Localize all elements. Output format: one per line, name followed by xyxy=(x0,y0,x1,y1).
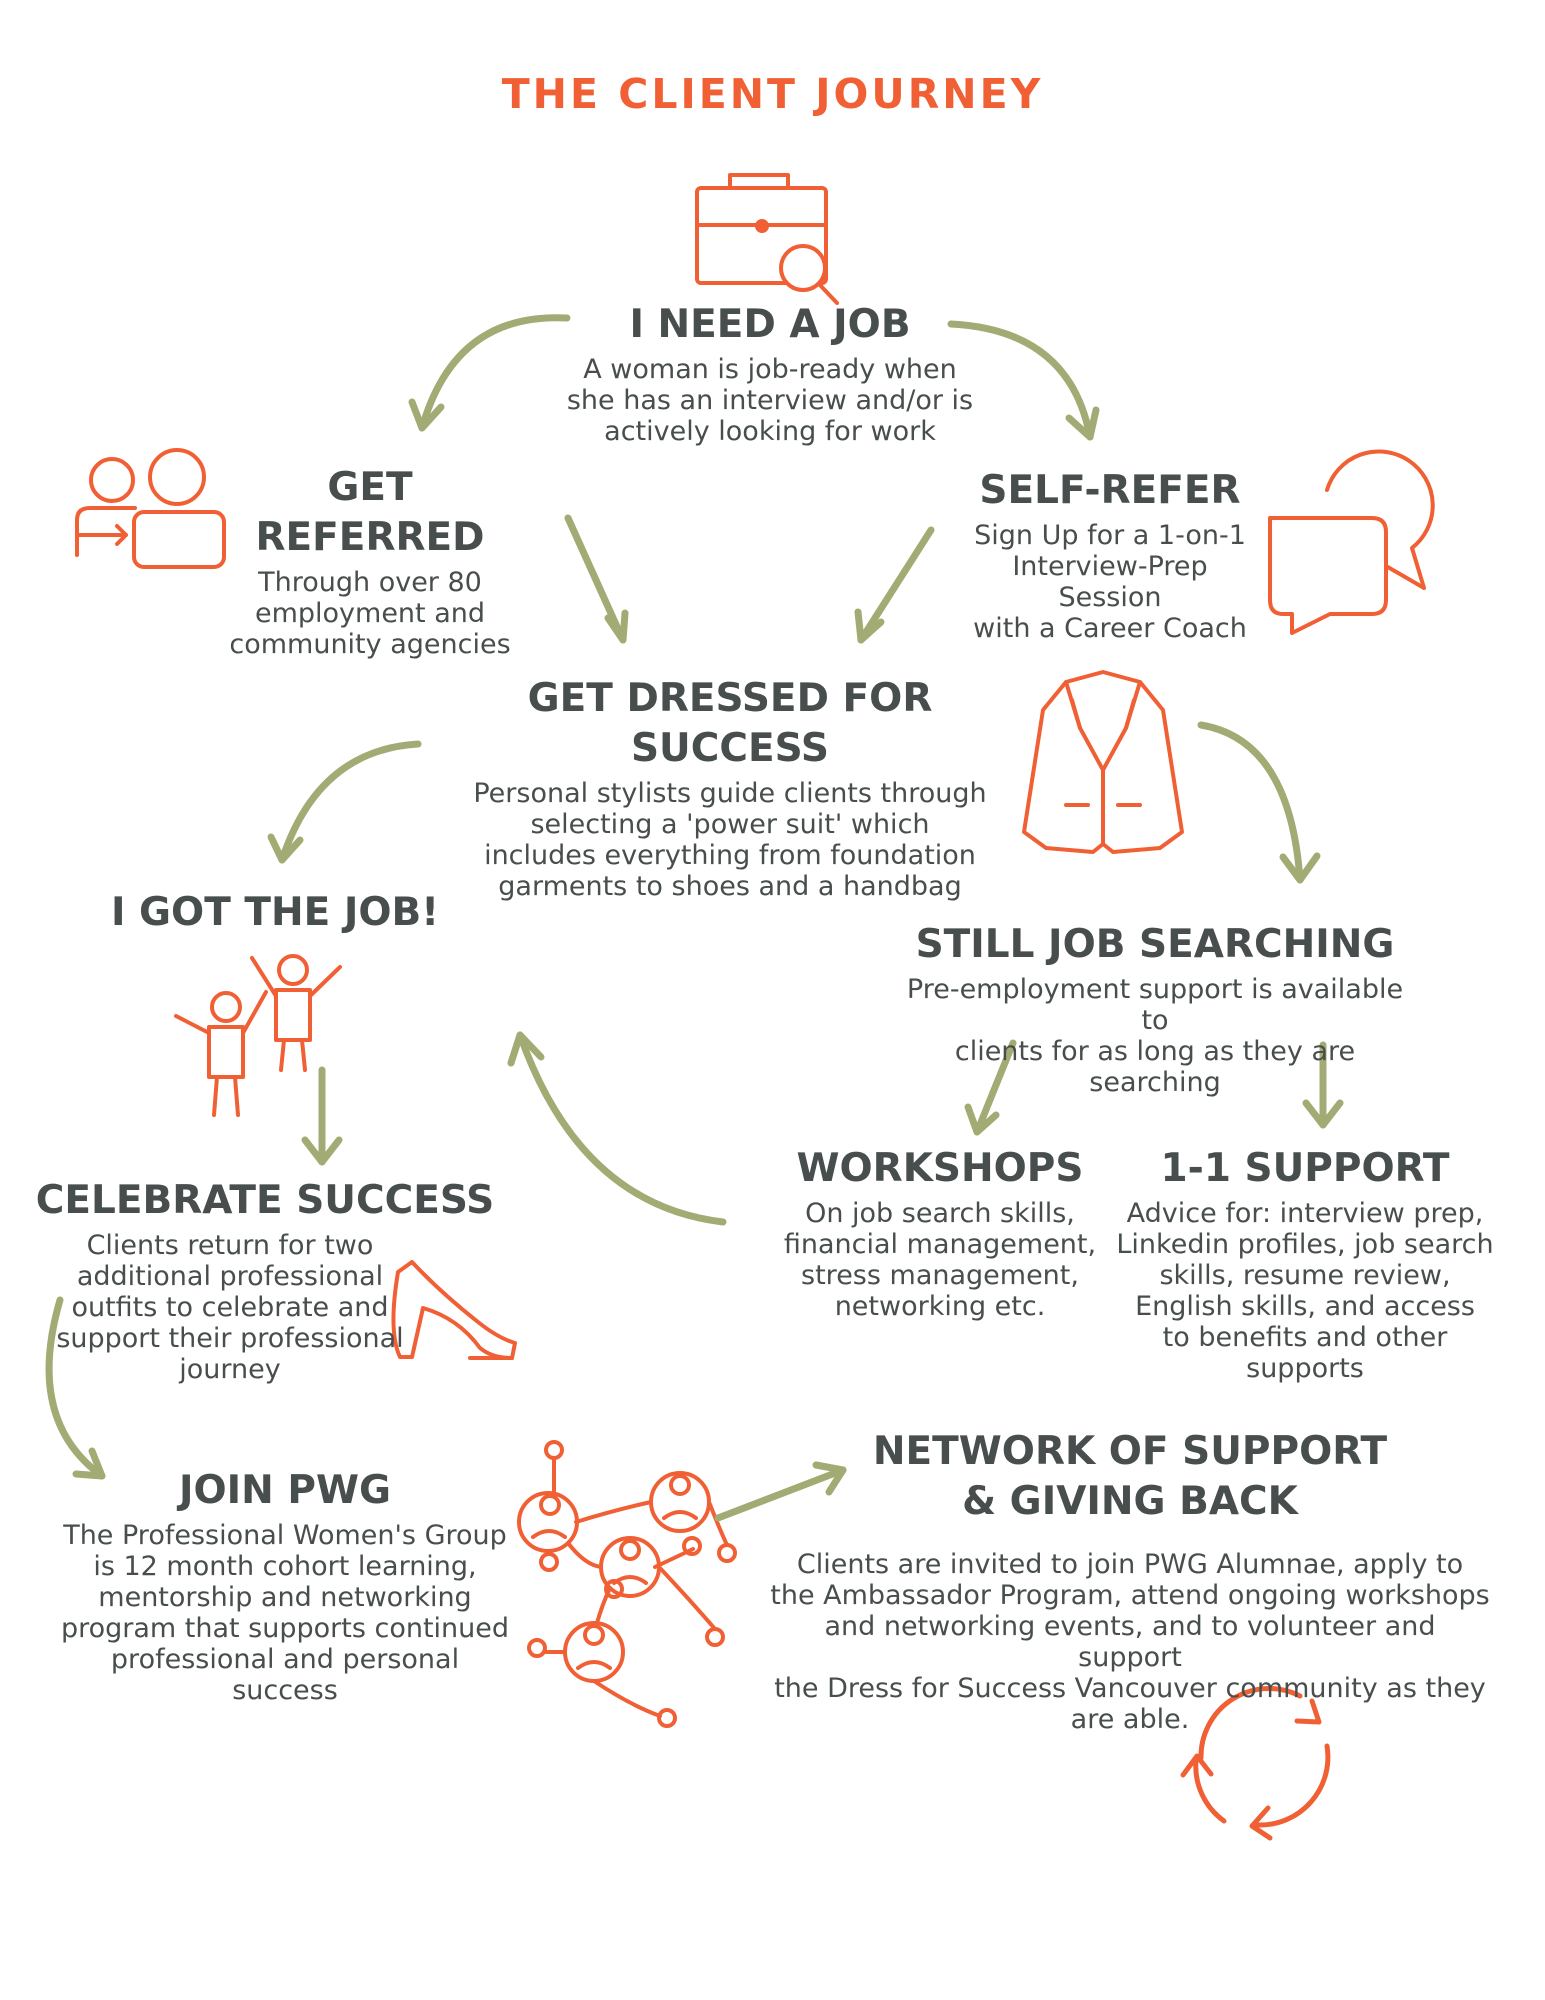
node-body: Pre-employment support is available to c… xyxy=(906,974,1404,1098)
node-body: On job search skills, financial manageme… xyxy=(783,1198,1097,1322)
node-heading: I GOT THE JOB! xyxy=(110,890,440,935)
node-heading: JOIN PWG xyxy=(178,1468,391,1513)
node-body: Sign Up for a 1-on-1 Interview-Prep Sess… xyxy=(973,520,1247,644)
node-join-pwg: JOIN PWG The Professional Women's Group … xyxy=(60,1466,510,1706)
celebrating-people-icon xyxy=(174,954,342,1117)
node-body: Personal stylists guide clients through … xyxy=(473,778,987,902)
node-heading: WORKSHOPS xyxy=(796,1146,1084,1191)
node-body: Advice for: interview prep, Linkedin pro… xyxy=(1116,1198,1494,1384)
node-celebrate-success: CELEBRATE SUCCESS Clients return for two… xyxy=(30,1176,500,1385)
node-got-job: I GOT THE JOB! xyxy=(90,888,460,938)
node-body: Through over 80 employment and community… xyxy=(229,567,511,660)
briefcase-search-icon xyxy=(695,173,839,305)
node-heading: I NEED A JOB xyxy=(629,302,911,347)
node-body: Clients are invited to join PWG Alumnae,… xyxy=(770,1549,1490,1735)
cycle-arrows-icon xyxy=(1180,1686,1331,1841)
node-network-support: NETWORK OF SUPPORT & GIVING BACK Clients… xyxy=(770,1427,1490,1735)
node-heading: GET REFERRED xyxy=(255,465,485,560)
high-heel-icon xyxy=(391,1260,517,1360)
node-heading: 1-1 SUPPORT xyxy=(1160,1146,1450,1191)
node-heading: NETWORK OF SUPPORT & GIVING BACK xyxy=(872,1429,1388,1524)
page-title: THE CLIENT JOURNEY xyxy=(501,70,1044,118)
node-get-referred: GET REFERRED Through over 80 employment … xyxy=(220,463,520,660)
node-body: Clients return for two additional profes… xyxy=(56,1230,404,1385)
node-body: The Professional Women's Group is 12 mon… xyxy=(60,1520,510,1706)
node-self-refer: SELF-REFER Sign Up for a 1-on-1 Intervie… xyxy=(960,466,1260,644)
node-heading: CELEBRATE SUCCESS xyxy=(35,1178,495,1223)
chat-bubbles-icon xyxy=(1268,449,1435,635)
network-people-icon xyxy=(517,1440,737,1728)
referral-people-icon xyxy=(75,448,226,569)
node-heading: SELF-REFER xyxy=(979,468,1241,513)
node-heading: GET DRESSED FOR SUCCESS xyxy=(527,676,933,771)
node-need-job: I NEED A JOB A woman is job-ready when s… xyxy=(520,300,1020,447)
node-get-dressed: GET DRESSED FOR SUCCESS Personal stylist… xyxy=(430,674,1030,902)
flow-arrows xyxy=(45,314,1344,1522)
node-one-on-one-support: 1-1 SUPPORT Advice for: interview prep, … xyxy=(1105,1144,1505,1384)
node-workshops: WORKSHOPS On job search skills, financia… xyxy=(780,1144,1100,1322)
node-still-searching: STILL JOB SEARCHING Pre-employment suppo… xyxy=(890,920,1420,1098)
node-body: A woman is job-ready when she has an int… xyxy=(566,354,974,447)
blazer-icon xyxy=(1022,670,1184,854)
node-heading: STILL JOB SEARCHING xyxy=(915,922,1395,967)
